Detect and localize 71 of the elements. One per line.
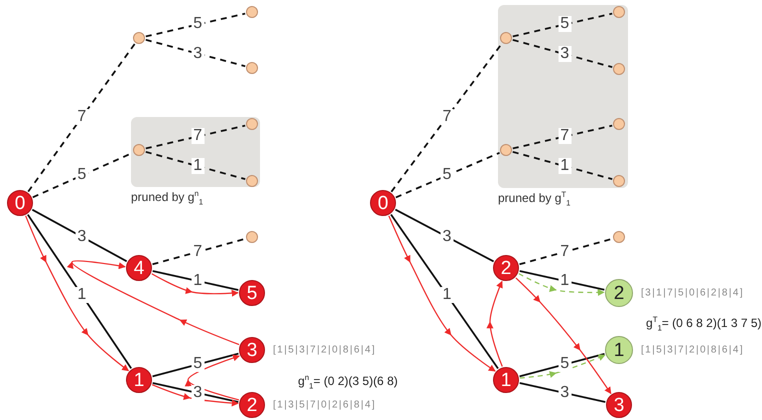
node-circle: 1 bbox=[126, 367, 152, 393]
edge-line bbox=[396, 152, 500, 198]
edge-line bbox=[519, 238, 612, 266]
edge-line bbox=[152, 270, 239, 291]
arrow bbox=[184, 354, 240, 400]
edge-line bbox=[152, 238, 246, 266]
leaf-circle bbox=[246, 6, 258, 18]
edge-line bbox=[512, 150, 612, 180]
edge-label: 7 bbox=[75, 109, 88, 126]
edge-line bbox=[512, 124, 612, 150]
leaf-circle bbox=[613, 231, 625, 243]
node-circle: 2 bbox=[605, 279, 633, 307]
array-label: [1|5|3|7|2|0|8|6|4] bbox=[641, 344, 744, 356]
edge-line bbox=[27, 43, 136, 192]
node-circle: 3 bbox=[239, 337, 265, 363]
arrow bbox=[486, 281, 503, 367]
edge-line bbox=[512, 38, 612, 68]
edge-label: 1 bbox=[558, 158, 572, 174]
leaf-circle bbox=[246, 62, 258, 74]
leaf-circle bbox=[133, 32, 145, 44]
edge-line bbox=[146, 12, 246, 38]
edge-label: 5 bbox=[558, 16, 572, 32]
node-circle: 2 bbox=[239, 392, 265, 418]
edge-line bbox=[146, 38, 246, 68]
edge-line bbox=[390, 43, 503, 192]
leaf-circle bbox=[613, 118, 625, 130]
node-circle: 0 bbox=[370, 190, 396, 216]
permutation-label: g$^{T}$$_{1}$= (0 6 8 2)(1 3 7 5) bbox=[646, 315, 762, 332]
edge-line bbox=[152, 352, 239, 378]
edge-line bbox=[146, 124, 246, 150]
edge-line bbox=[512, 12, 612, 38]
edge-label: 3 bbox=[191, 385, 204, 401]
edge-label: 7 bbox=[191, 128, 204, 144]
array-label: [1|5|3|7|2|0|8|6|4] bbox=[273, 344, 376, 356]
array-label: [3|1|7|5|0|6|2|8|4] bbox=[641, 288, 744, 298]
node-circle: 0 bbox=[7, 190, 33, 216]
leaf-circle bbox=[613, 63, 625, 75]
array-label: [1|3|5|7|0|2|6|8|4] bbox=[273, 400, 376, 410]
edge-line bbox=[394, 208, 494, 262]
edge-label: 5 bbox=[191, 356, 204, 372]
node-circle: 1 bbox=[493, 367, 519, 393]
permutation-label: g$^{n}$$_{1}$= (0 2)(3 5)(6 8) bbox=[298, 373, 398, 390]
leaf-circle bbox=[500, 32, 512, 44]
edge-label: 1 bbox=[75, 287, 88, 304]
edge-line bbox=[152, 382, 239, 403]
leaf-circle bbox=[613, 175, 625, 187]
leaf-circle bbox=[613, 6, 625, 18]
leaf-circle bbox=[500, 144, 512, 156]
leaf-circle bbox=[246, 118, 258, 130]
edge-label: 7 bbox=[558, 128, 572, 144]
leaf-circle bbox=[133, 144, 145, 156]
arrow bbox=[515, 277, 612, 394]
arrow bbox=[518, 273, 604, 296]
node-circle: 5 bbox=[239, 280, 265, 306]
edge-line bbox=[519, 270, 605, 291]
node-circle: 2 bbox=[493, 255, 519, 281]
edge-label: 1 bbox=[191, 158, 204, 174]
node-circle: 4 bbox=[126, 255, 152, 281]
edge-line bbox=[146, 150, 246, 180]
leaf-circle bbox=[246, 175, 258, 187]
arrow bbox=[67, 260, 240, 346]
edge-line bbox=[519, 382, 606, 403]
edge-line bbox=[32, 208, 128, 262]
edge-label: 5 bbox=[558, 356, 572, 372]
arrow bbox=[151, 273, 238, 296]
arrow bbox=[152, 384, 239, 406]
node-circle: 1 bbox=[605, 336, 633, 364]
node-circle: 3 bbox=[606, 392, 632, 418]
edge-label: 3 bbox=[558, 46, 572, 62]
leaf-circle bbox=[246, 231, 258, 243]
edge-label: 1 bbox=[440, 287, 454, 304]
